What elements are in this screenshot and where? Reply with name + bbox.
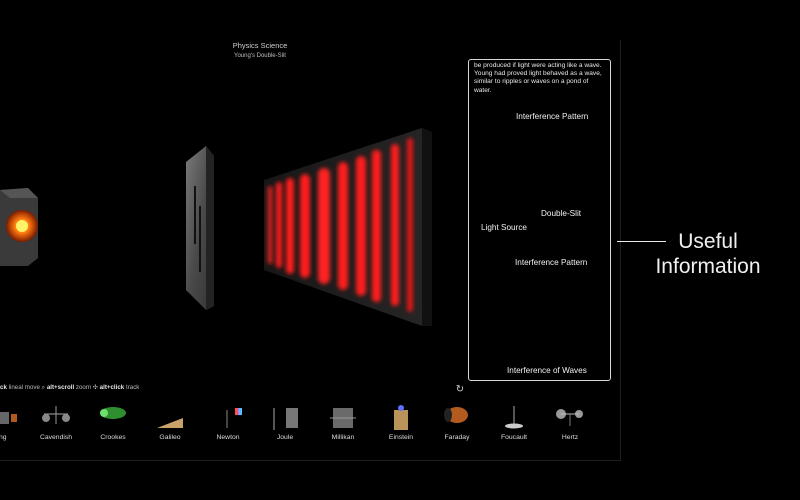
label-light-source: Light Source (481, 223, 527, 232)
tray-item-crookes[interactable]: Crookes (83, 398, 143, 448)
hint-click: ck (0, 384, 7, 391)
hint-track: track (124, 384, 140, 391)
page-subtitle: Young's Double-Slit (234, 53, 286, 59)
tray-item-newton[interactable]: Newton (198, 398, 258, 448)
label-interference-of-waves: Interference of Waves (507, 366, 587, 375)
magnifier-icon: ⌕ (41, 384, 47, 391)
hint-alt-click: alt+click (99, 384, 125, 391)
useful-information-panel (468, 59, 611, 381)
hint-zoom: zoom (74, 384, 93, 391)
reset-icon[interactable]: ↻ (455, 384, 465, 395)
tray-item-millikan[interactable]: Millikan (313, 398, 373, 448)
galileo-icon (157, 418, 183, 428)
label-interference-pattern-mid: Interference Pattern (515, 258, 588, 267)
crookes-icon (100, 407, 126, 419)
tray-item-young[interactable]: ing (0, 398, 32, 448)
useful-information-callout: Useful Information (643, 229, 773, 279)
light-source-cube[interactable] (0, 188, 38, 266)
einstein-icon (394, 405, 408, 430)
millikan-icon (330, 408, 356, 428)
label-double-slit: Double-Slit (541, 209, 582, 218)
young-icon (0, 412, 17, 424)
tray-item-galileo[interactable]: Galileo (140, 398, 200, 448)
controls-hint: ck lineal move ⌕ alt+scroll zoom ✣ alt+c… (0, 384, 139, 392)
cavendish-icon (42, 406, 70, 424)
info-text: be produced if light were acting like a … (474, 62, 602, 94)
tray-item-faraday[interactable]: Faraday (427, 398, 487, 448)
experiment-tray: ing Cavendish Crookes Galileo Newton Jou… (0, 398, 620, 448)
move-icon: ✣ (92, 384, 100, 391)
page-title: Physics Science (232, 41, 288, 50)
interference-screen[interactable] (264, 128, 432, 326)
tray-item-foucault[interactable]: Foucault (484, 398, 544, 448)
faraday-coil-icon (444, 407, 468, 423)
tray-item-cavendish[interactable]: Cavendish (26, 398, 86, 448)
callout-line-1: Useful (678, 230, 738, 253)
hint-lineal-move: lineal move (6, 384, 42, 391)
joule-icon (273, 408, 298, 430)
tray-item-einstein[interactable]: Einstein (371, 398, 431, 448)
callout-line (617, 241, 666, 243)
label-interference-pattern-top: Interference Pattern (516, 112, 589, 121)
double-slit-plate[interactable] (186, 146, 214, 310)
newton-prism-icon (226, 408, 242, 428)
callout-line-2: Information (655, 255, 761, 278)
tray-item-joule[interactable]: Joule (255, 398, 315, 448)
foucault-pendulum-icon (505, 406, 523, 429)
hint-alt-scroll: alt+scroll (46, 384, 75, 391)
tray-item-hertz[interactable]: Hertz (540, 398, 600, 448)
hertz-icon (556, 409, 583, 426)
